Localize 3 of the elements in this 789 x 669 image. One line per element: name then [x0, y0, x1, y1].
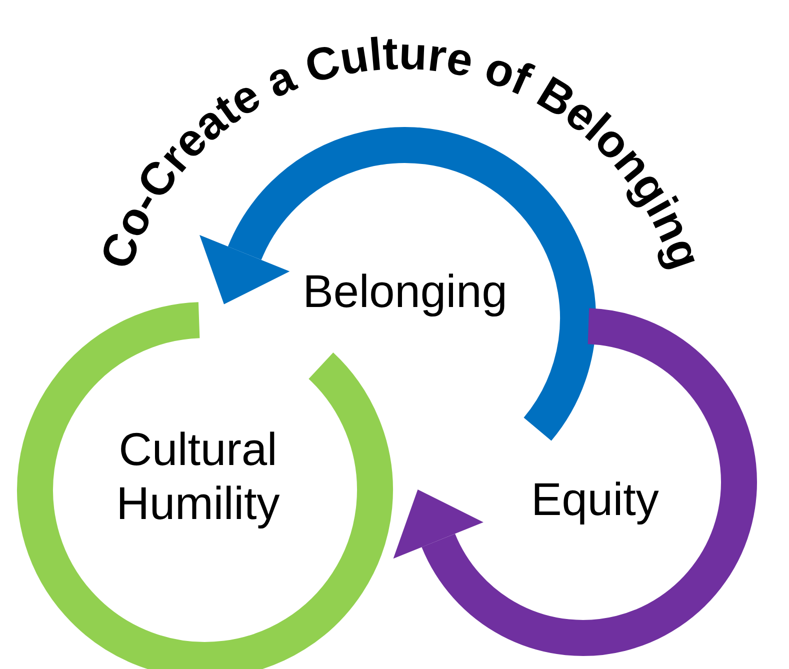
node-label: Cultural Humility [115, 422, 281, 531]
node-label: Equity [530, 472, 660, 526]
node-label: Belonging [302, 264, 508, 318]
